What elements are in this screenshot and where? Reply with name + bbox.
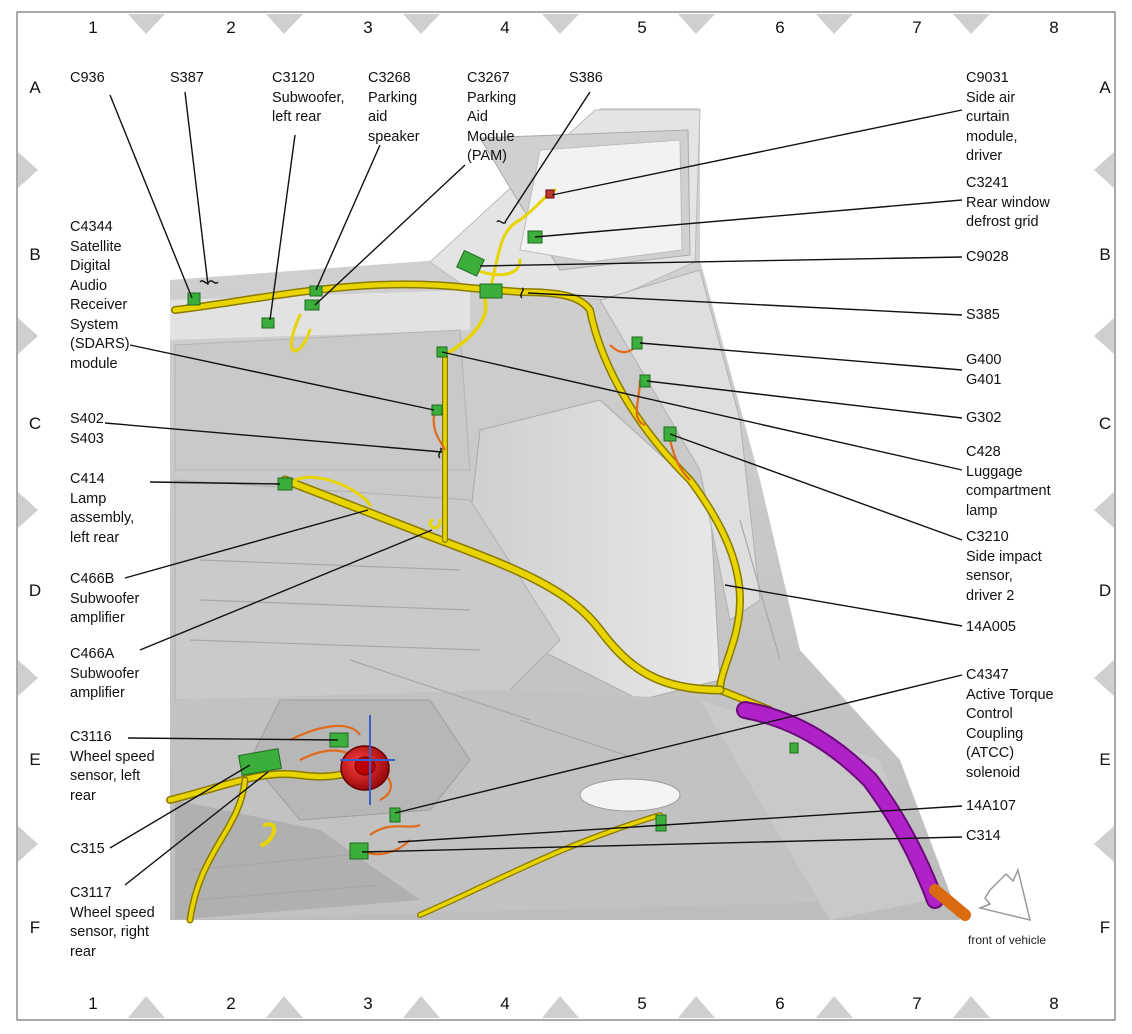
grid-row-e-right: E [1099,750,1111,769]
label-14a107: 14A107 [966,798,1016,814]
grid-column-2-bottom: 2 [226,994,236,1013]
label-s386: S386 [569,70,603,86]
label-c936: C936 [70,70,105,86]
subwoofer-speaker [340,715,395,805]
purple-harness-14A107 [736,701,971,921]
grid-column-8-bottom: 8 [1049,994,1059,1013]
label-c3120: C3120 Subwoofer, left rear [272,70,345,125]
grid-column-5-bottom: 5 [637,994,647,1013]
grid-column-7: 7 [912,18,922,37]
grid-notches [18,14,1114,1018]
grid-column-8: 8 [1049,18,1059,37]
label-14a005: 14A005 [966,619,1016,635]
grid-column-6-bottom: 6 [775,994,785,1013]
grid-row-c: C [28,414,42,433]
grid-column-7-bottom: 7 [912,994,922,1013]
grid-row-a: A [29,78,41,97]
label-c414: C414 Lamp assembly, left rear [70,471,135,546]
grid-column-1: 1 [88,18,98,37]
label-g400-g401: G400 G401 [966,352,1002,388]
label-c3210: C3210 Side impact sensor, driver 2 [966,529,1042,604]
label-c428: C428 Luggage compartment lamp [966,444,1051,519]
splice-marks [199,220,524,459]
grid-row-b: B [29,245,41,264]
grid-column-6: 6 [775,18,785,37]
grid-row-d: D [28,581,42,600]
label-s385: S385 [966,307,1000,323]
grid-column-3-bottom: 3 [363,994,373,1013]
label-c466a: C466A Subwoofer amplifier [70,646,140,701]
front-of-vehicle-label: front of vehicle [968,933,1047,947]
label-c466b: C466B Subwoofer amplifier [70,571,140,626]
label-c3117: C3117 Wheel speed sensor, right rear [70,885,155,960]
label-c4347: C4347 Active Torque Control Coupling (AT… [966,667,1054,781]
front-of-vehicle-arrow-icon [977,867,1032,922]
grid-row-e: E [29,750,41,769]
grid-column-4-bottom: 4 [500,994,510,1013]
label-g302: G302 [966,410,1002,426]
label-c3268: C3268 Parking aid speaker [368,70,420,145]
label-c3241: C3241 Rear window defrost grid [966,175,1050,230]
grid-row-f-right: F [1099,918,1111,937]
connector-icons [187,189,799,860]
leader-lines [104,91,963,886]
grid-column-5: 5 [637,18,647,37]
harness-network [166,188,774,924]
grid-row-f: F [29,918,41,937]
label-c4344: C4344 Satellite Digital Audio Receiver S… [70,219,130,372]
label-c3116: C3116 Wheel speed sensor, left rear [70,729,155,804]
label-c314: C314 [966,828,1001,844]
label-c315: C315 [70,841,105,857]
luggage-compartment-body [170,108,960,920]
grid-row-c-right: C [1098,414,1112,433]
grid-column-4: 4 [500,18,510,37]
label-c3267: C3267 Parking Aid Module (PAM) [467,70,517,164]
grid-column-2: 2 [226,18,236,37]
label-c9031: C9031 Side air curtain module, driver [966,70,1018,164]
grid-row-b-right: B [1099,245,1111,264]
label-c9028: C9028 [966,249,1009,265]
grid-column-1-bottom: 1 [88,994,98,1013]
label-s387: S387 [170,70,204,86]
diagram-frame [16,11,1116,1021]
grid-row-d-right: D [1098,581,1112,600]
grid-row-a-right: A [1099,78,1111,97]
grid-column-3: 3 [363,18,373,37]
label-s402-s403: S402 S403 [70,411,104,447]
